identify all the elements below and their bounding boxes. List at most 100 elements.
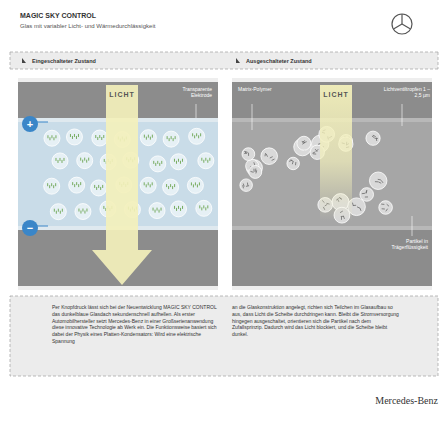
aligned-particle	[200, 133, 201, 136]
aligned-particle	[175, 136, 176, 139]
aligned-particle	[169, 138, 170, 141]
aligned-particle	[146, 137, 147, 140]
aligned-particle	[170, 184, 171, 187]
aligned-particle	[144, 182, 145, 185]
random-particle	[313, 153, 316, 154]
aligned-particle	[203, 205, 204, 208]
droplet	[44, 178, 60, 194]
droplet	[44, 130, 60, 146]
aligned-particle	[180, 161, 181, 164]
aligned-particle	[80, 211, 81, 214]
random-particle	[353, 205, 356, 206]
part-label: Transparente Elektrode	[162, 86, 212, 98]
random-particle	[378, 182, 381, 183]
aligned-particle	[201, 158, 202, 161]
random-particle	[270, 157, 273, 158]
random-particle	[303, 140, 305, 142]
aligned-particle	[57, 160, 58, 163]
aligned-particle	[76, 182, 77, 185]
random-particle	[381, 180, 383, 183]
random-particle	[357, 207, 360, 208]
aligned-particle	[78, 134, 79, 137]
aligned-particle	[74, 134, 75, 137]
droplet	[92, 130, 108, 146]
random-particle	[246, 185, 249, 187]
aligned-particle	[191, 182, 192, 185]
aligned-particle	[84, 158, 85, 161]
arrow-shape	[92, 85, 152, 290]
leader-line	[196, 104, 197, 118]
aligned-particle	[153, 161, 154, 164]
aligned-particle	[176, 161, 177, 164]
random-particle	[253, 169, 254, 172]
aligned-particle	[168, 186, 169, 189]
aligned-particle	[94, 185, 95, 188]
aligned-particle	[196, 133, 197, 136]
aligned-particle	[80, 158, 81, 161]
aligned-particle	[63, 158, 64, 161]
aligned-particle	[98, 185, 99, 188]
aligned-particle	[104, 159, 105, 162]
panel-ground	[18, 78, 218, 290]
aligned-particle	[157, 161, 158, 164]
aligned-particle	[60, 211, 61, 214]
aligned-particle	[205, 207, 206, 210]
subtitle: Glas mit variabler Licht- und Wärmedurch…	[20, 23, 155, 29]
aligned-particle	[199, 205, 200, 208]
aligned-particle	[180, 208, 181, 211]
random-particle	[292, 161, 294, 164]
aligned-particle	[159, 210, 160, 213]
aligned-particle	[193, 184, 194, 187]
random-particle	[365, 196, 368, 197]
aligned-particle	[176, 208, 177, 211]
droplet	[140, 177, 156, 193]
aligned-particle	[172, 186, 173, 189]
droplet	[75, 204, 91, 220]
droplet	[242, 148, 255, 161]
aligned-particle	[161, 161, 162, 164]
droplet	[360, 188, 374, 202]
aligned-particle	[174, 184, 175, 187]
aligned-particle	[159, 163, 160, 166]
aligned-particle	[102, 185, 103, 188]
aligned-particle	[201, 207, 202, 210]
arrow-shape	[306, 85, 366, 290]
random-particle	[304, 142, 307, 143]
aligned-particle	[155, 163, 156, 166]
light-label: LICHT	[92, 91, 152, 98]
plus-terminal	[22, 116, 38, 132]
droplet	[50, 204, 66, 220]
dashed-rule	[438, 52, 439, 69]
aligned-particle	[166, 184, 167, 187]
part-label: Lichtventiltropfen 1 – 2,5 µm	[376, 86, 430, 98]
aligned-particle	[86, 209, 87, 212]
aligned-particle	[47, 135, 48, 138]
random-particle	[242, 185, 244, 188]
droplet	[163, 131, 179, 147]
aligned-particle	[182, 159, 183, 162]
droplet	[249, 165, 262, 178]
aligned-particle	[84, 211, 85, 214]
aligned-particle	[150, 137, 151, 140]
aligned-particle	[56, 211, 57, 214]
text-panel: Per Knopfdruck lässt sich bei der Neuent…	[10, 296, 438, 376]
aligned-particle	[101, 137, 102, 140]
droplet	[379, 201, 393, 215]
droplet	[150, 156, 166, 172]
aligned-particle	[76, 136, 77, 139]
random-particle	[295, 162, 296, 165]
droplet	[196, 200, 212, 216]
light-arrow: LICHT	[92, 85, 152, 290]
aligned-particle	[61, 160, 62, 163]
random-particle	[375, 181, 378, 182]
aligned-particle	[47, 183, 48, 186]
aligned-particle	[78, 184, 79, 187]
droplet	[52, 153, 68, 169]
aligned-particle	[182, 206, 183, 209]
random-particle	[250, 171, 253, 173]
bullet-triangle	[236, 58, 240, 63]
aligned-particle	[194, 135, 195, 138]
droplet	[261, 148, 278, 165]
aligned-particle	[51, 183, 52, 186]
random-particle	[373, 135, 376, 136]
